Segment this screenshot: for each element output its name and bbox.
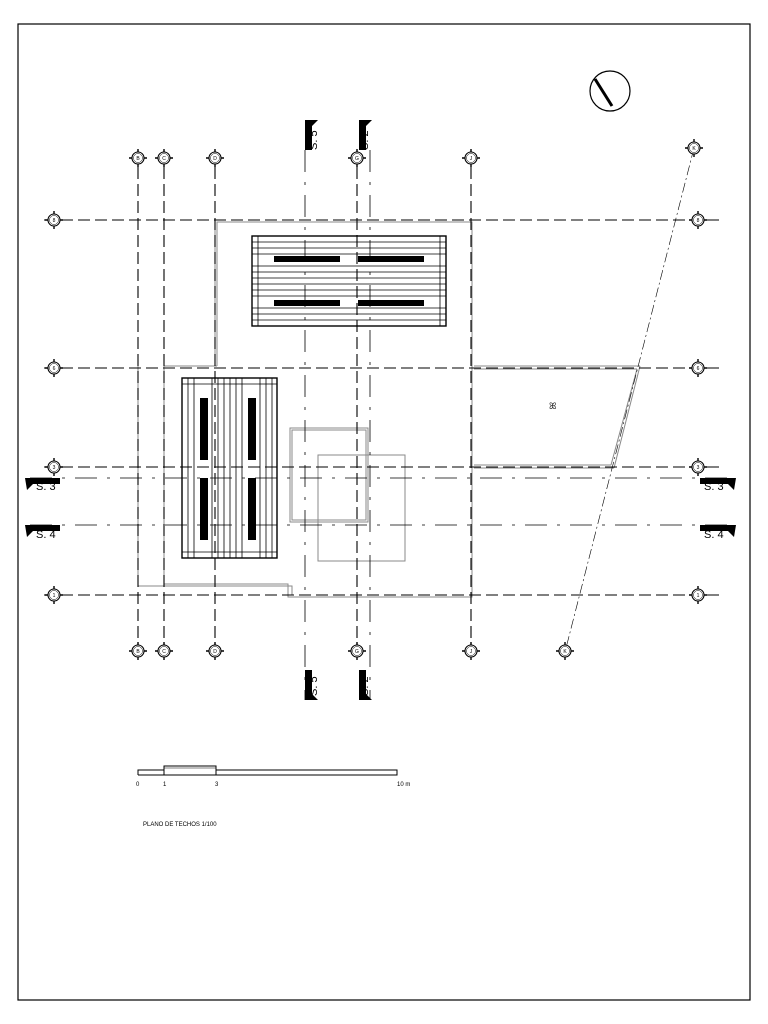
grid-bubble-6-left: 6	[45, 359, 63, 377]
section-label-s4-left: S. 4	[36, 529, 56, 541]
grid-line-k	[564, 147, 695, 653]
grid-bubble-1-right-label: 1	[697, 593, 700, 599]
tree-symbol-icon: ꕤ	[549, 401, 557, 411]
section-label-s4-right: S. 4	[704, 529, 724, 541]
north-arrow-icon	[589, 70, 631, 112]
grid-bubble-k-bottom: K	[556, 642, 574, 660]
grid-bubble-8-right-label: 8	[697, 218, 700, 224]
section-label-s3-right: S. 3	[704, 481, 724, 493]
grid-bubble-8-right: 8	[689, 211, 707, 229]
scale-label-10m: 10 m	[397, 782, 410, 788]
section-label-s3-left: S. 3	[36, 481, 56, 493]
grid-bubble-j-bottom: J	[462, 642, 480, 660]
section-label-s5-bottom: S. 5	[308, 676, 320, 696]
grid-bubble-j-bottom-label: J	[470, 649, 473, 655]
grid-bubble-b-top-label: B	[136, 156, 140, 162]
scale-label-0: 0	[136, 782, 140, 788]
section-label-s2-bottom: S. 2	[359, 676, 371, 696]
section-marker-s4-left: S. 4	[25, 525, 60, 541]
section-marker-s3-right: S. 3	[700, 478, 736, 493]
grid-bubble-b-bottom-label: B	[136, 649, 140, 655]
section-marker-s5-top: S. 5	[305, 120, 320, 150]
grid-bubble-k-top: K	[685, 139, 703, 157]
grid-bubble-d-bottom-label: D	[213, 649, 217, 655]
grid-bubble-g-top-label: G	[355, 156, 359, 162]
grid-bubble-6-left-label: 6	[53, 366, 56, 372]
grid-bubble-1-left: 1	[45, 586, 63, 604]
grid-bubble-c-bottom: C	[155, 642, 173, 660]
section-marker-s3-left: S. 3	[25, 478, 60, 493]
grid-bubble-8-left-label: 8	[53, 218, 56, 224]
skylights	[289, 427, 406, 562]
grid-bubble-c-bottom-label: C	[162, 649, 166, 655]
grid-bubble-1-left-label: 1	[53, 593, 56, 599]
grid-bubble-8-left: 8	[45, 211, 63, 229]
scale-label-1: 1	[163, 782, 167, 788]
grid-bubble-d-top: D	[206, 149, 224, 167]
grid-bubble-3-left-label: 3	[53, 465, 56, 471]
solar-panel-top	[251, 235, 447, 327]
grid-bubble-j-top-label: J	[470, 156, 473, 162]
scale-label-3: 3	[215, 782, 219, 788]
grid-bubble-k-top-label: K	[692, 146, 696, 152]
section-marker-s2-bottom: S. 2	[359, 670, 372, 700]
grid-bubble-d-bottom: D	[206, 642, 224, 660]
grid-bubble-b-bottom: B	[129, 642, 147, 660]
solar-panel-left	[181, 377, 278, 559]
grid-bubble-g-bottom: G	[348, 642, 366, 660]
grid-bubble-c-top: C	[155, 149, 173, 167]
drawing-title: PLANO DE TECHOS 1/100	[143, 822, 217, 828]
section-marker-s5-bottom: S. 5	[305, 670, 320, 700]
grid-lines	[44, 150, 722, 660]
grid-bubble-j-top: J	[462, 149, 480, 167]
scale-bar: 0 1 3 10 m	[136, 765, 410, 788]
section-marker-s4-right: S. 4	[700, 525, 736, 541]
grid-bubble-6-right: 6	[689, 359, 707, 377]
section-marker-s2-top: S. 2	[359, 120, 372, 150]
grid-bubble-6-right-label: 6	[697, 366, 700, 372]
grid-bubble-3-right-label: 3	[697, 465, 700, 471]
grid-bubble-c-top-label: C	[162, 156, 166, 162]
section-label-s5-top: S. 5	[308, 130, 320, 150]
grid-bubble-3-left: 3	[45, 458, 63, 476]
section-lines	[30, 150, 735, 700]
grid-bubble-g-bottom-label: G	[355, 649, 359, 655]
grid-bubble-d-top-label: D	[213, 156, 217, 162]
section-label-s2-top: S. 2	[359, 130, 371, 150]
grid-bubble-g-top: G	[348, 149, 366, 167]
grid-bubble-k-bottom-label: K	[563, 649, 567, 655]
grid-bubble-1-right: 1	[689, 586, 707, 604]
grid-bubble-b-top: B	[129, 149, 147, 167]
grid-bubble-3-right: 3	[689, 458, 707, 476]
sheet-frame	[17, 23, 751, 1001]
